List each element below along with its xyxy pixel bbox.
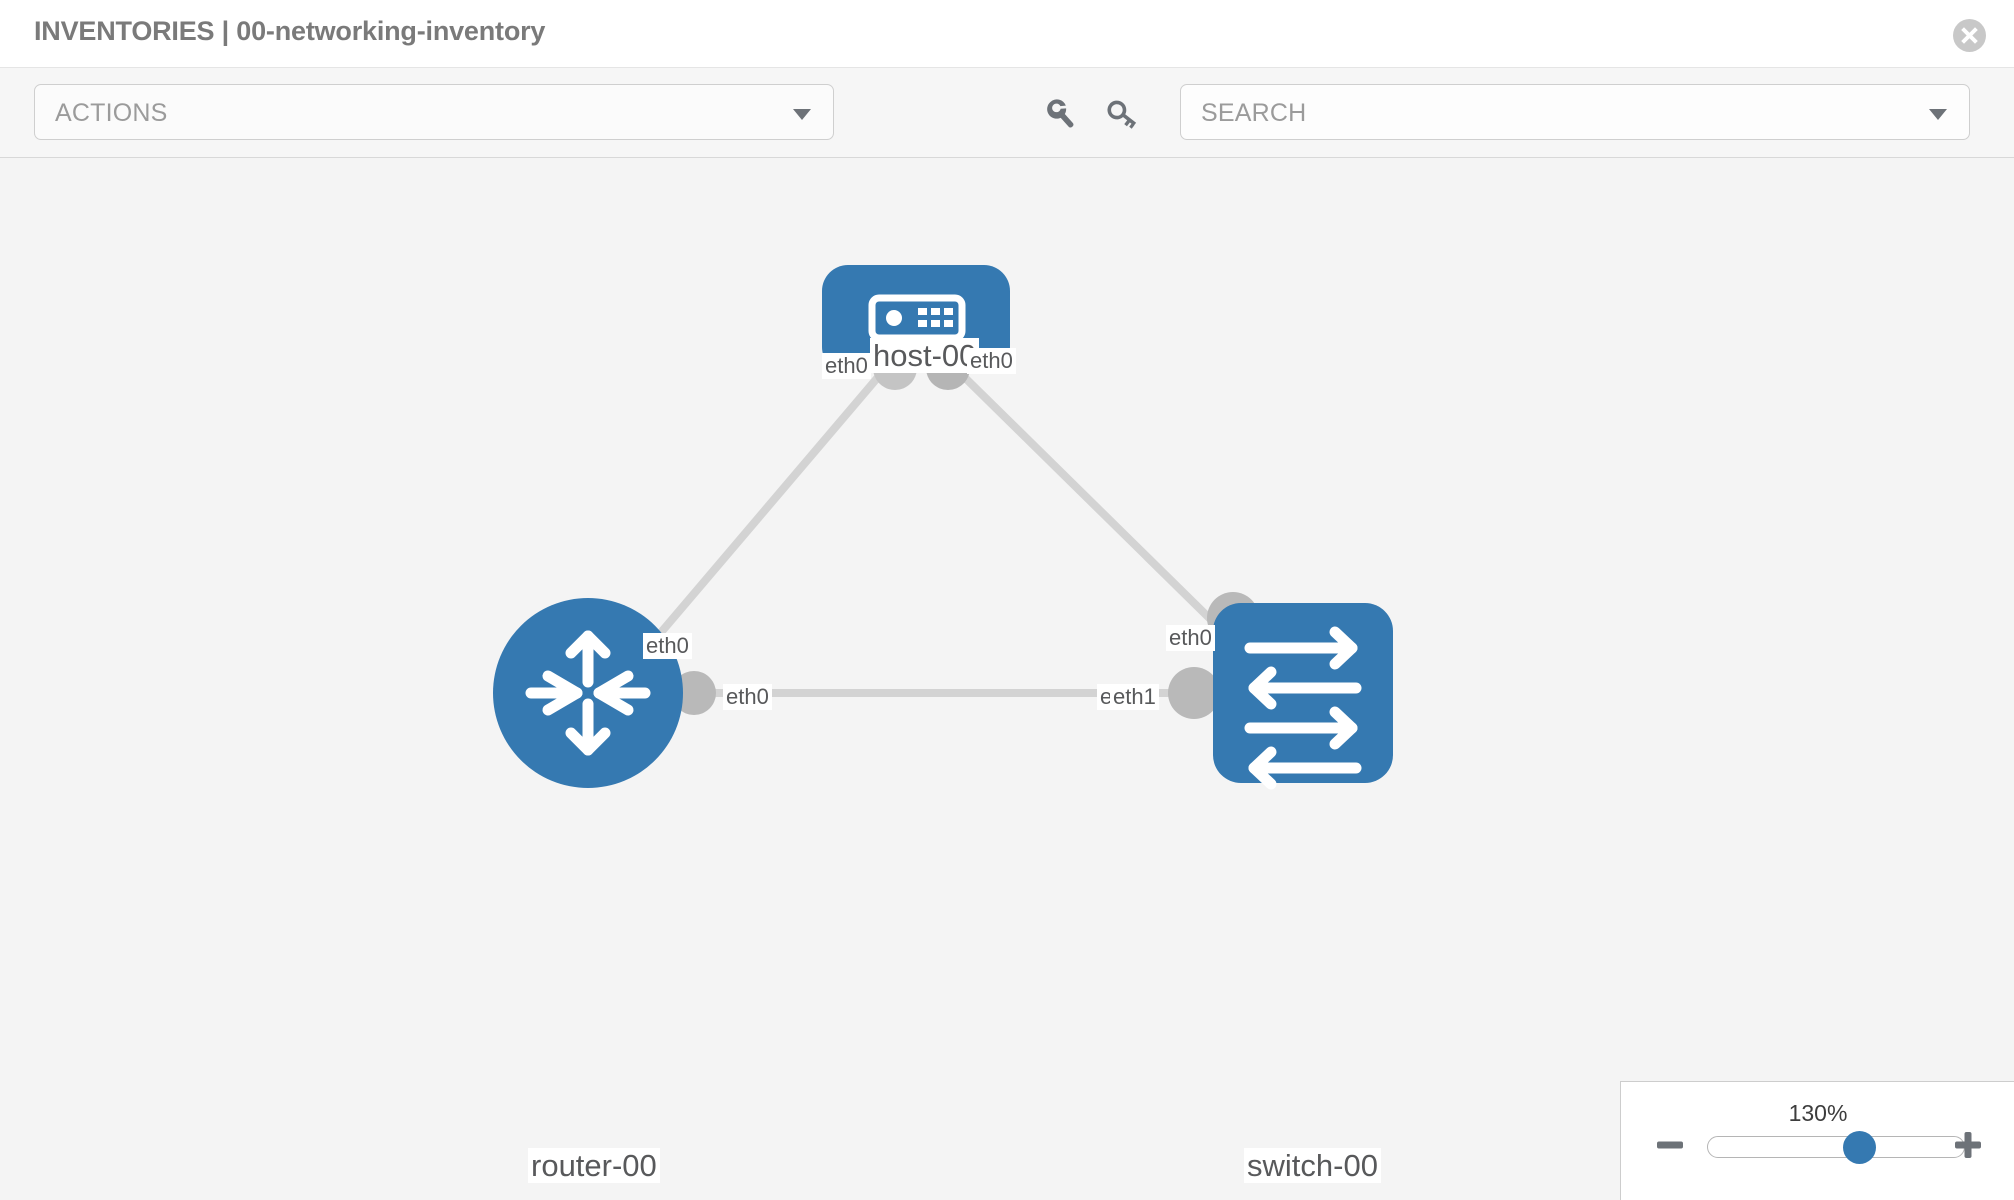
actions-dropdown-label: ACTIONS [55,99,168,127]
actions-dropdown[interactable]: ACTIONS [34,84,834,140]
page-header: INVENTORIES | 00-networking-inventory [0,0,2014,68]
iface-label-router-up[interactable]: eth0 [643,633,692,659]
chevron-down-icon [793,109,811,120]
link-host-switch[interactable] [947,360,1258,666]
iface-label-switch-left-b[interactable]: eth1 [1110,684,1159,710]
page-title: INVENTORIES | 00-networking-inventory [34,16,546,46]
topology-links [631,360,1258,697]
link-host-router[interactable] [631,360,894,666]
connector-switch-left[interactable] [1168,667,1220,719]
zoom-level-value: 130% [1788,1100,1848,1126]
toolbar: ACTIONS SEARCH [0,68,2014,158]
node-label-switch[interactable]: switch-00 [1244,1148,1381,1183]
router-icon [525,630,651,756]
node-label-host[interactable]: host-00 [870,338,980,373]
chevron-down-icon [1929,109,1947,120]
close-icon[interactable] [1953,19,1986,52]
topology-canvas[interactable]: host-00 eth0 eth0 eth0 eth0 eth0 eth0 et… [0,158,2014,1200]
topology-graph [493,265,1393,790]
node-label-router[interactable]: router-00 [528,1148,660,1183]
topology-connectors [672,346,1259,719]
iface-label-host-right[interactable]: eth0 [967,348,1016,374]
zoom-control-panel: 130% [1620,1081,2014,1200]
iface-label-host-left[interactable]: eth0 [822,353,871,379]
zoom-slider[interactable] [1707,1131,1965,1164]
zoom-slider-thumb[interactable] [1843,1131,1876,1164]
zoom-out-button[interactable] [1653,1128,1687,1162]
connector-router-right[interactable] [672,671,716,715]
iface-label-switch-up[interactable]: eth0 [1166,625,1215,651]
search-placeholder: SEARCH [1201,99,1307,127]
search-input[interactable]: SEARCH [1180,84,1970,140]
iface-label-router-right[interactable]: eth0 [723,684,772,710]
node-switch-00[interactable] [1213,603,1393,790]
wrench-icon[interactable] [1042,95,1080,133]
key-icon[interactable] [1103,95,1141,133]
node-router-00[interactable] [493,598,683,788]
switch-icon [1244,626,1362,790]
zoom-in-button[interactable] [1951,1128,1985,1162]
